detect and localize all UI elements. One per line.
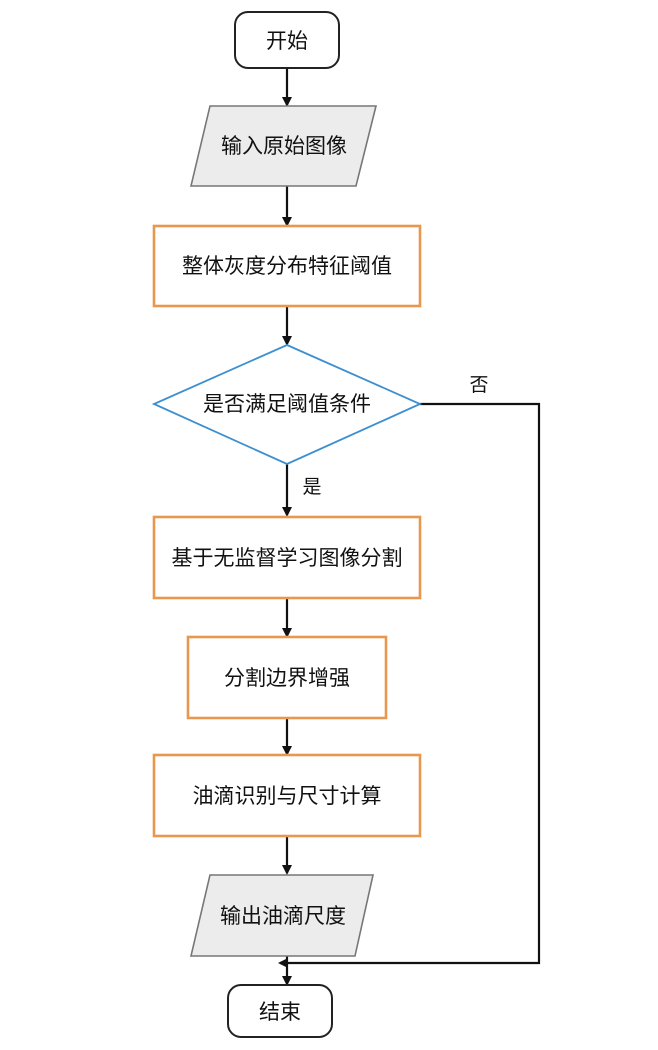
output-label: 输出油滴尺度 [220,904,346,928]
identify-label: 油滴识别与尺寸计算 [193,784,382,808]
identify-node: 油滴识别与尺寸计算 [152,753,422,838]
start-label: 开始 [266,29,308,53]
input-node: 输入原始图像 [189,105,378,187]
edge-decision-no-to-end [278,402,541,968]
no-branch-label: 否 [469,374,488,396]
input-label: 输入原始图像 [221,134,347,158]
enhance-node: 分割边界增强 [186,635,388,720]
threshold-label: 整体灰度分布特征阈值 [182,254,392,278]
segment-label: 基于无监督学习图像分割 [172,546,403,570]
threshold-node: 整体灰度分布特征阈值 [152,224,422,308]
yes-branch-label: 是 [302,476,321,498]
start-node: 开始 [234,11,340,69]
decision-label: 是否满足阈值条件 [203,392,371,416]
end-node: 结束 [227,984,333,1038]
decision-node: 是否满足阈值条件 [151,344,423,465]
enhance-label: 分割边界增强 [224,666,350,690]
connectors [278,68,541,986]
output-node: 输出油滴尺度 [189,874,374,957]
end-label: 结束 [259,1000,301,1024]
segment-node: 基于无监督学习图像分割 [152,515,422,600]
